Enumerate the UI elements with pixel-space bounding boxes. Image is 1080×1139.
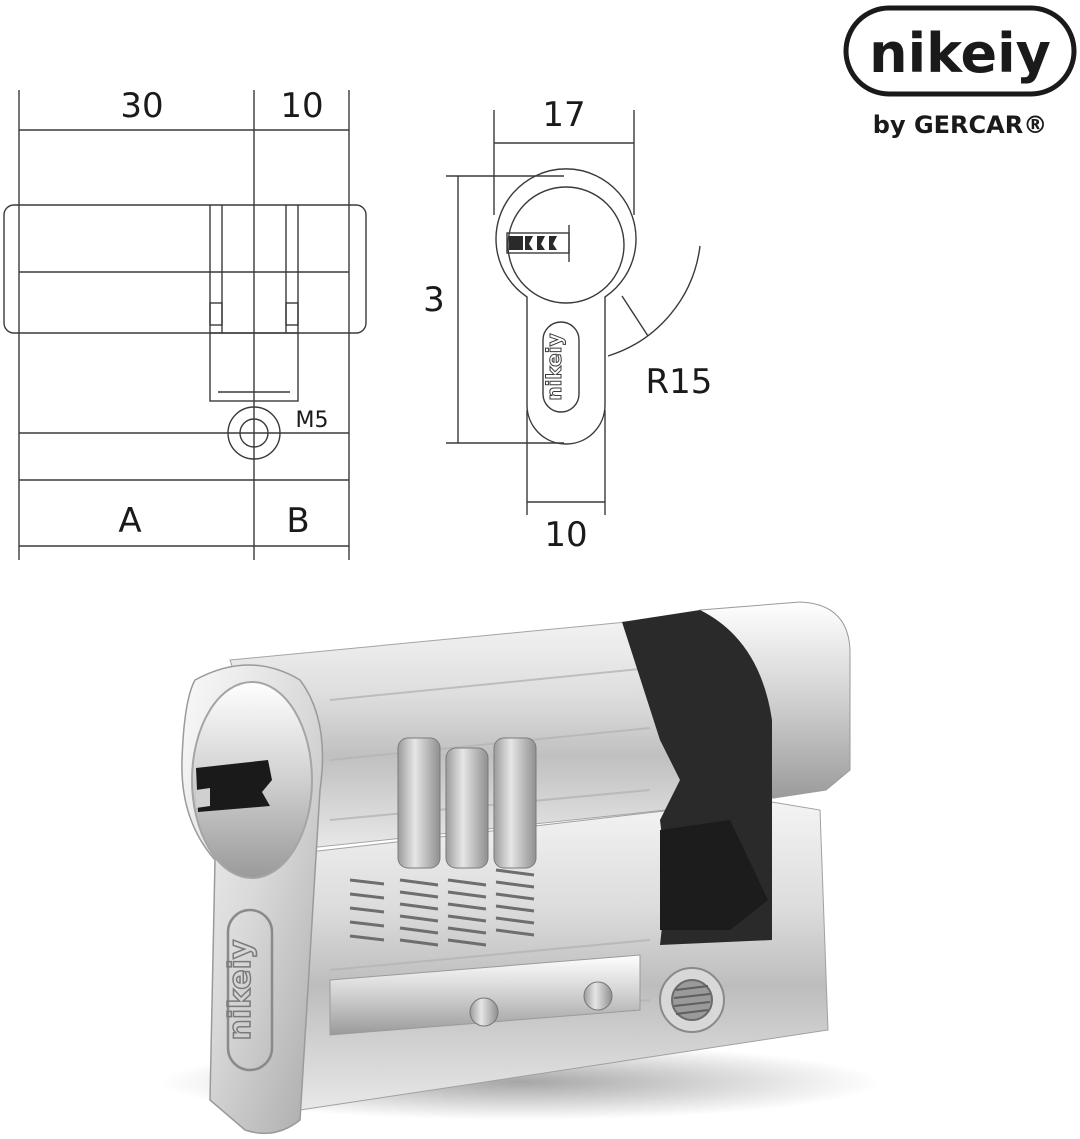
keyway-teeth (509, 236, 557, 250)
radius-leader (621, 295, 649, 337)
cylinder-body-outline (3, 204, 367, 334)
cam-outline (209, 332, 299, 402)
pin-stacks (349, 737, 537, 947)
driver-pin (397, 737, 441, 869)
dim-label-17: 17 (542, 95, 585, 135)
product-photo: nikeiy (160, 601, 880, 1135)
thread-label: M5 (296, 408, 329, 433)
cam-slot (209, 302, 223, 326)
length-label-a: A (118, 501, 141, 541)
screw-hole-outer (227, 406, 281, 460)
engraving-oval (542, 321, 580, 413)
brand-logo: nikeiy by GERCAR® (843, 5, 1077, 139)
profile-view-drawing (446, 110, 701, 515)
cross-pin (583, 981, 613, 1011)
dim-label-3: 3 (423, 280, 445, 320)
radius-label: R15 (646, 362, 713, 402)
logo-border (843, 5, 1077, 97)
profile-outline (495, 168, 637, 445)
face-engraving-oval (226, 908, 274, 1072)
screw-hole-inner (239, 418, 269, 448)
keyway-highlight (196, 788, 210, 808)
driver-pin (493, 737, 537, 869)
cross-pin (469, 997, 499, 1027)
front-keyway (196, 760, 272, 812)
cam-slot (285, 302, 299, 326)
dim-label-10-bottom: 10 (544, 515, 587, 555)
logo-text: nikeiy (869, 22, 1051, 85)
dim-label-30: 30 (120, 86, 163, 126)
plug-circle (507, 186, 625, 304)
driver-pin (445, 747, 489, 869)
profile-engraving-text: nikeiy (542, 333, 566, 400)
photo-engraving-text: nikeiy (223, 939, 258, 1040)
cam-tip (660, 820, 768, 930)
radius-arc (607, 245, 701, 357)
side-view-drawing (3, 90, 367, 560)
pin-springs (349, 868, 535, 947)
plug-rod (329, 954, 641, 1036)
logo-subtitle: by GERCAR® (873, 111, 1047, 139)
thread-lines (673, 985, 711, 1015)
length-label-b: B (286, 501, 309, 541)
dim-label-10-top: 10 (280, 86, 323, 126)
